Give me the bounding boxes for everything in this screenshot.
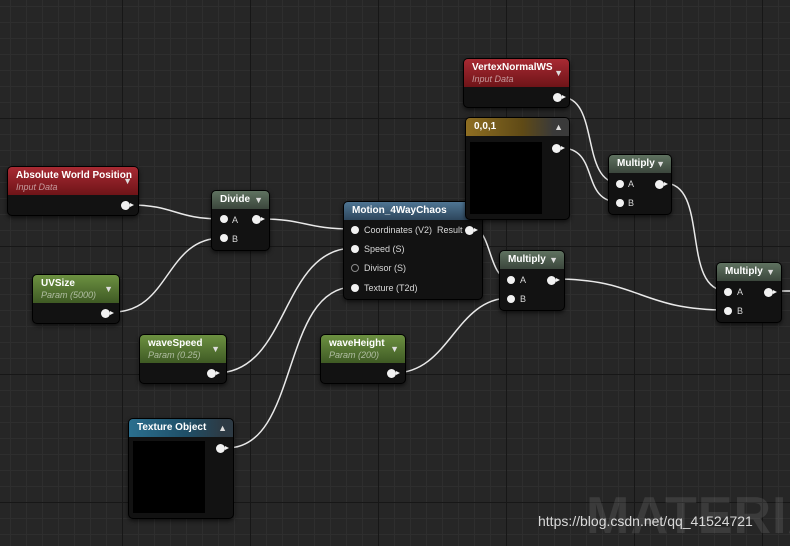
input-pin-a[interactable] [724, 288, 732, 296]
node-title: Multiply [508, 254, 546, 265]
blog-watermark: https://blog.csdn.net/qq_41524721 [538, 513, 753, 529]
texture-preview [133, 441, 205, 513]
pin-label-a: A [520, 275, 527, 285]
triangle-down-icon[interactable]: ▼ [254, 195, 263, 205]
material-background-text: MATERIA [586, 487, 790, 545]
node-header[interactable]: waveHeight Param (200) ▼ [321, 335, 405, 363]
node-title: Divide [220, 194, 251, 205]
node-title: Absolute World Position [16, 170, 132, 181]
node-title: Texture Object [137, 422, 207, 433]
node-header[interactable]: Texture Object ▲ [129, 419, 233, 437]
node-header[interactable]: 0,0,1 ▲ [466, 118, 569, 136]
output-pin[interactable] [216, 444, 229, 453]
triangle-up-icon[interactable]: ▲ [554, 122, 563, 132]
input-pin-a[interactable] [616, 180, 624, 188]
constant-vector-node[interactable]: 0,0,1 ▲ [465, 117, 570, 220]
output-pin[interactable] [764, 288, 777, 297]
wire-absworldpos-to-divide-a [129, 204, 223, 220]
multiply-node-1[interactable]: Multiply ▼ A B [608, 154, 672, 215]
pin-label-divisor: Divisor (S) [364, 263, 406, 273]
node-header[interactable]: Motion_4WayChaos [344, 202, 482, 220]
node-title: waveSpeed [148, 338, 203, 349]
output-pin[interactable] [553, 93, 566, 102]
motion-4waychaos-node[interactable]: Motion_4WayChaos Coordinates (V2) Result… [343, 201, 483, 300]
node-title: waveHeight [329, 338, 385, 349]
pin-label-coordinates: Coordinates (V2) [364, 225, 433, 235]
node-subtitle: Param (200) [329, 350, 380, 360]
pin-label-texture: Texture (T2d) [364, 283, 418, 293]
pin-label-a: A [232, 215, 239, 225]
wire-divide-to-motion-coordinates [261, 218, 355, 230]
node-title: Motion_4WayChaos [352, 205, 447, 216]
output-pin[interactable] [252, 215, 265, 224]
node-header[interactable]: Divide ▼ [212, 191, 269, 209]
triangle-down-icon[interactable]: ▼ [554, 68, 563, 78]
uvsize-node[interactable]: UVSize Param (5000) ▼ [32, 274, 120, 324]
triangle-down-icon[interactable]: ▼ [549, 255, 558, 265]
node-title: Multiply [617, 158, 655, 169]
pin-label-b: B [520, 294, 527, 304]
output-pin[interactable] [547, 276, 560, 285]
node-title: Multiply [725, 266, 763, 277]
waveheight-node[interactable]: waveHeight Param (200) ▼ [320, 334, 406, 384]
wire-multiply2-to-multiply3-b [554, 278, 728, 311]
input-pin-speed[interactable] [351, 245, 359, 253]
pin-label-speed: Speed (S) [364, 244, 405, 254]
triangle-down-icon[interactable]: ▼ [390, 344, 399, 354]
output-pin[interactable] [387, 369, 400, 378]
node-subtitle: Input Data [472, 74, 514, 84]
divide-node[interactable]: Divide ▼ A B [211, 190, 270, 251]
node-header[interactable]: VertexNormalWS Input Data ▼ [464, 59, 569, 87]
input-pin-texture[interactable] [351, 284, 359, 292]
pin-label-a: A [737, 287, 744, 297]
input-pin-b[interactable] [616, 199, 624, 207]
input-pin-b[interactable] [724, 307, 732, 315]
node-title: UVSize [41, 278, 75, 289]
pin-label-b: B [628, 198, 635, 208]
multiply-node-2[interactable]: Multiply ▼ A B [499, 250, 565, 311]
output-pin[interactable] [101, 309, 114, 318]
multiply-node-3[interactable]: Multiply ▼ A B [716, 262, 782, 323]
pin-label-b: B [737, 306, 744, 316]
input-pin-coordinates[interactable] [351, 226, 359, 234]
output-pin[interactable] [552, 144, 565, 153]
triangle-down-icon[interactable]: ▼ [656, 159, 665, 169]
triangle-up-icon[interactable]: ▲ [218, 423, 227, 433]
texture-object-node[interactable]: Texture Object ▲ [128, 418, 234, 519]
input-pin-divisor[interactable] [351, 264, 359, 272]
node-header[interactable]: UVSize Param (5000) ▼ [33, 275, 119, 303]
input-pin-a[interactable] [507, 276, 515, 284]
pin-label-b: B [232, 234, 239, 244]
node-title: 0,0,1 [474, 121, 497, 132]
input-pin-a[interactable] [220, 215, 228, 223]
node-header[interactable]: waveSpeed Param (0.25) ▼ [140, 335, 226, 363]
wire-uvsize-to-divide-b [112, 237, 223, 313]
node-title: VertexNormalWS [472, 62, 553, 73]
color-preview [470, 142, 542, 214]
node-subtitle: Input Data [16, 182, 58, 192]
absolute-world-position-node[interactable]: Absolute World Position Input Data ▼ [7, 166, 139, 216]
pin-label-a: A [628, 179, 635, 189]
input-pin-b[interactable] [220, 234, 228, 242]
output-pin[interactable] [655, 180, 668, 189]
node-subtitle: Param (5000) [41, 290, 97, 300]
output-pin[interactable] [121, 201, 134, 210]
node-subtitle: Param (0.25) [148, 350, 201, 360]
triangle-down-icon[interactable]: ▼ [211, 344, 220, 354]
output-pin[interactable] [207, 369, 220, 378]
vertex-normal-ws-node[interactable]: VertexNormalWS Input Data ▼ [463, 58, 570, 108]
triangle-down-icon[interactable]: ▼ [766, 267, 775, 277]
node-header[interactable]: Multiply ▼ [500, 251, 564, 269]
wire-waveheight-to-multiply2-b [393, 297, 511, 374]
node-header[interactable]: Multiply ▼ [609, 155, 671, 173]
node-header[interactable]: Absolute World Position Input Data ▼ [8, 167, 138, 195]
pin-label-result: Result [437, 225, 463, 235]
triangle-down-icon[interactable]: ▼ [104, 284, 113, 294]
triangle-down-icon[interactable]: ▼ [123, 176, 132, 186]
input-pin-b[interactable] [507, 295, 515, 303]
wavespeed-node[interactable]: waveSpeed Param (0.25) ▼ [139, 334, 227, 384]
node-header[interactable]: Multiply ▼ [717, 263, 781, 281]
output-pin-result[interactable] [465, 226, 478, 235]
